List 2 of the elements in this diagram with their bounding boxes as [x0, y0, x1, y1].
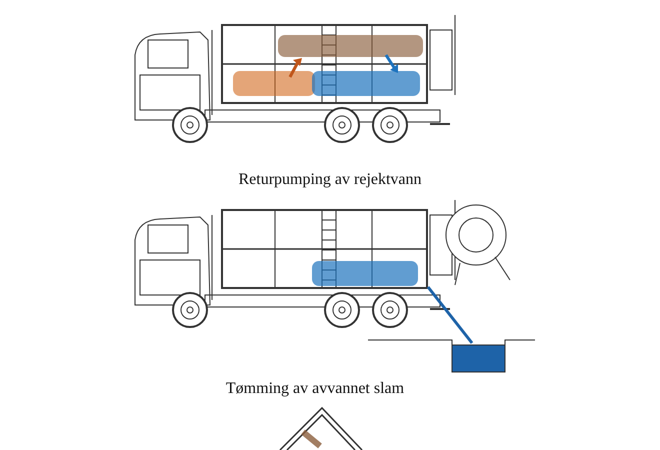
caption: Tømming av avvannet slam [226, 380, 404, 398]
caption: Returpumping av rejektvann [238, 171, 422, 189]
